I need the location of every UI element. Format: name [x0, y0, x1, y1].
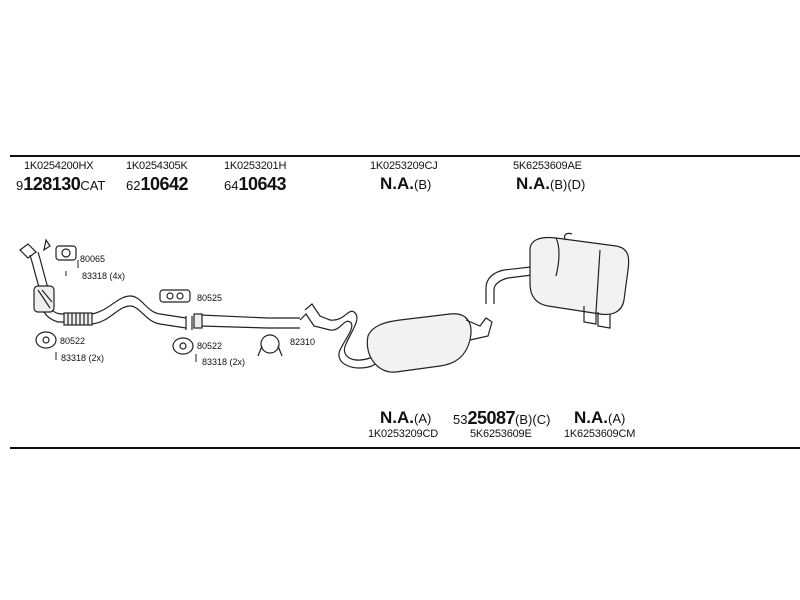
front-pipe-catalyst — [19, 238, 67, 323]
part-number-8: 1K6253609CM — [564, 428, 636, 440]
rear-muffler — [529, 232, 630, 329]
middle-pipe — [193, 313, 300, 329]
gasket-80522-mid — [172, 337, 194, 355]
top-divider-line — [10, 155, 800, 157]
intermediate-pipe — [91, 295, 193, 330]
callout-83318-2x-left: 83318 (2x) — [61, 353, 105, 363]
price-7: 5325087(B)(C) — [453, 408, 551, 428]
flex-pipe — [63, 312, 93, 326]
callout-80522-left: 80522 — [60, 336, 86, 346]
bolt-markers — [55, 260, 197, 362]
price-5: N.A.(B)(D) — [516, 174, 586, 193]
part-number-6: 1K0253209CD — [368, 428, 438, 440]
part-number-4: 1K0253209CJ — [370, 160, 438, 172]
callout-83318-4x: 83318 (4x) — [82, 271, 126, 281]
price-8: N.A.(A) — [574, 408, 626, 427]
price-1: 9128130CAT — [16, 174, 106, 194]
part-number-3: 1K0253201H — [224, 160, 287, 172]
callout-80522-mid: 80522 — [197, 341, 223, 351]
gasket-80522-left — [35, 331, 57, 349]
clamp-82310 — [257, 334, 283, 357]
callout-82310: 82310 — [290, 337, 316, 347]
part-number-7: 5K6253609E — [470, 428, 532, 440]
callout-80065: 80065 — [80, 254, 106, 264]
callout-80525: 80525 — [197, 293, 223, 303]
part-number-2: 1K0254305K — [126, 160, 188, 172]
price-2: 6210642 — [126, 174, 189, 194]
rear-pipe — [485, 265, 541, 304]
gasket-80065 — [55, 245, 77, 261]
center-muffler — [366, 313, 493, 373]
price-3: 6410643 — [224, 174, 287, 194]
price-4: N.A.(B) — [380, 174, 432, 193]
price-6: N.A.(A) — [380, 408, 432, 427]
part-number-1: 1K0254200HX — [24, 160, 94, 172]
bottom-divider-line — [10, 447, 800, 449]
callout-83318-2x-mid: 83318 (2x) — [202, 357, 246, 367]
gasket-80525 — [159, 289, 191, 303]
part-number-5: 5K6253609AE — [513, 160, 582, 172]
center-pipe — [299, 303, 383, 369]
